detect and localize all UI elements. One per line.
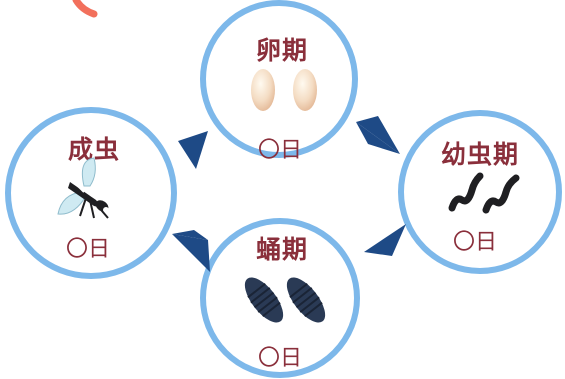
arrow-egg-to-larva-icon bbox=[356, 116, 400, 154]
pupae-icon bbox=[244, 277, 326, 323]
stage-duration-egg: 〇日 bbox=[258, 138, 303, 163]
stage-duration-adult: 〇日 bbox=[66, 237, 111, 262]
stage-circle-egg bbox=[200, 0, 358, 158]
stage-duration-pupa: 〇日 bbox=[258, 346, 303, 371]
stage-title-larva: 幼虫期 bbox=[441, 140, 520, 169]
stage-circle-larva bbox=[398, 110, 562, 274]
eggs-icon bbox=[251, 69, 317, 111]
stage-title-egg: 卵期 bbox=[256, 36, 309, 65]
stage-duration-larva: 〇日 bbox=[453, 230, 498, 255]
arrow-pupa-to-adult-icon bbox=[172, 230, 210, 272]
larvae-icon bbox=[448, 172, 520, 214]
stage-circle-pupa bbox=[200, 218, 360, 378]
arrow-larva-to-pupa-icon bbox=[364, 224, 406, 256]
stage-circle-adult bbox=[5, 107, 177, 279]
orange-stroke-icon bbox=[72, 0, 98, 18]
fly-icon bbox=[57, 157, 109, 219]
arrow-adult-to-egg-icon bbox=[178, 131, 208, 169]
stage-title-pupa: 蛹期 bbox=[256, 235, 309, 264]
